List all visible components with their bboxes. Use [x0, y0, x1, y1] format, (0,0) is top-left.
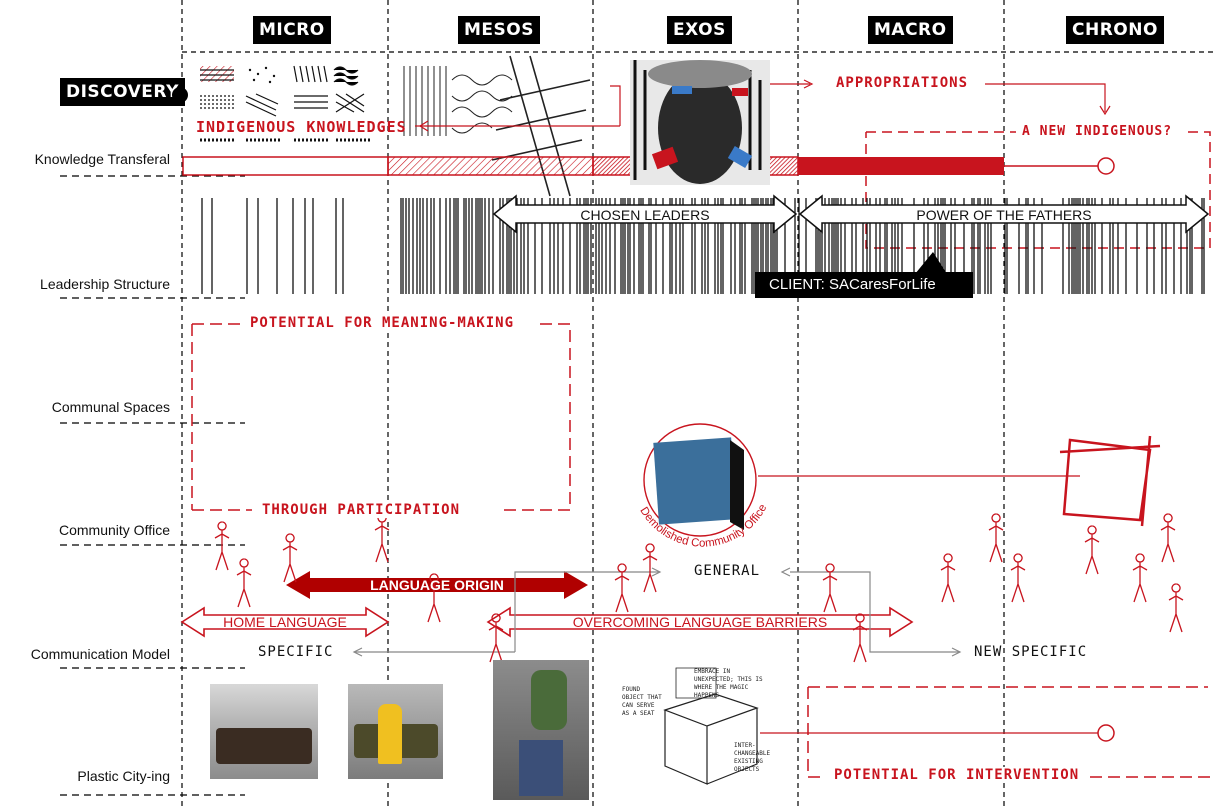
home-language-label: HOME LANGUAGE: [204, 614, 366, 630]
chosen-leaders-label: CHOSEN LEADERS: [516, 207, 774, 223]
language-origin-label: LANGUAGE ORIGIN: [310, 577, 564, 593]
sketch-note-magic: EMBRACE IN UNEXPECTED; THIS IS WHERE THE…: [694, 668, 764, 700]
client-tag: CLIENT: SACaresForLife: [755, 272, 973, 298]
power-of-fathers-label: POWER OF THE FATHERS: [822, 207, 1186, 223]
client-tag-text: CLIENT: SACaresForLife: [769, 276, 936, 293]
overcoming-barriers-label: OVERCOMING LANGUAGE BARRIERS: [510, 614, 890, 630]
sketch-note-interchangeable: INTER-CHANGEABLE EXISTING OBJECTS: [734, 742, 784, 774]
sketch-note-seat: FOUND OBJECT THAT CAN SERVE AS A SEAT: [622, 686, 662, 718]
